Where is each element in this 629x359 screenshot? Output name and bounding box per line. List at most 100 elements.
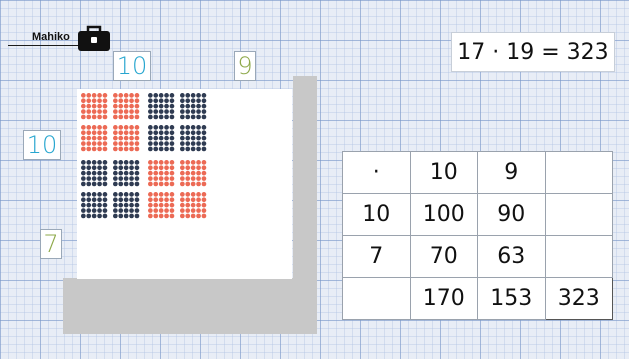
dot	[153, 125, 158, 130]
dot	[164, 93, 169, 98]
table-cell-r2-c3[interactable]	[545, 236, 613, 278]
dot	[129, 147, 134, 152]
toolbox-icon[interactable]	[76, 24, 112, 52]
dot	[196, 214, 201, 219]
equation-box[interactable]: 17 · 19 = 323	[451, 32, 615, 72]
dot	[191, 208, 196, 213]
dot	[92, 141, 97, 146]
dot	[103, 171, 108, 176]
dot	[202, 192, 207, 197]
table-cell-r3-c0[interactable]	[343, 278, 411, 320]
table-cell-r3-c1[interactable]: 170	[410, 278, 478, 320]
dot	[180, 130, 185, 135]
dot	[81, 125, 86, 130]
dot	[159, 208, 164, 213]
dot	[148, 98, 153, 103]
dot	[81, 141, 86, 146]
dot	[81, 171, 86, 176]
dot	[81, 160, 86, 165]
dot	[170, 125, 175, 130]
dot-field[interactable]	[77, 89, 292, 279]
dot	[124, 182, 129, 187]
top-tens-label[interactable]: 10	[113, 51, 151, 81]
dot	[113, 136, 118, 141]
dot	[180, 171, 185, 176]
dot	[164, 214, 169, 219]
dot	[86, 176, 91, 181]
dot	[153, 109, 158, 114]
dot	[164, 197, 169, 202]
dot	[124, 104, 129, 109]
dot	[170, 171, 175, 176]
dot	[118, 141, 123, 146]
dot	[129, 197, 134, 202]
dot	[97, 104, 102, 109]
dot	[170, 203, 175, 208]
dot	[196, 141, 201, 146]
dot	[196, 93, 201, 98]
dot	[170, 109, 175, 114]
left-ones-label[interactable]: 7	[40, 229, 62, 259]
dot	[191, 136, 196, 141]
dot	[81, 197, 86, 202]
table-cell-r2-c1[interactable]: 70	[410, 236, 478, 278]
dot	[113, 192, 118, 197]
table-cell-r3-c2[interactable]: 153	[478, 278, 546, 320]
dot	[124, 147, 129, 152]
dot	[180, 208, 185, 213]
dot	[164, 141, 169, 146]
dot	[103, 141, 108, 146]
dot	[113, 130, 118, 135]
table-cell-r3-c3[interactable]: 323	[545, 278, 613, 320]
dot	[97, 147, 102, 152]
dot	[129, 182, 134, 187]
table-cell-r0-c2[interactable]: 9	[478, 152, 546, 194]
dot	[118, 208, 123, 213]
dot	[202, 165, 207, 170]
table-cell-r2-c0[interactable]: 7	[343, 236, 411, 278]
dot	[164, 130, 169, 135]
dot	[196, 130, 201, 135]
dot	[113, 98, 118, 103]
dot	[164, 98, 169, 103]
dot	[92, 130, 97, 135]
dot	[159, 182, 164, 187]
frame-bottom-bar[interactable]	[63, 278, 317, 334]
dot	[135, 182, 140, 187]
table-cell-r1-c3[interactable]	[545, 194, 613, 236]
table-cell-r0-c0[interactable]: ·	[343, 152, 411, 194]
dot	[180, 160, 185, 165]
table-cell-r1-c0[interactable]: 10	[343, 194, 411, 236]
dot	[113, 93, 118, 98]
table-cell-r0-c3[interactable]	[545, 152, 613, 194]
dot	[129, 208, 134, 213]
table-cell-r1-c1[interactable]: 100	[410, 194, 478, 236]
dot	[135, 141, 140, 146]
dot	[196, 182, 201, 187]
dot	[135, 130, 140, 135]
dot	[159, 98, 164, 103]
dot	[191, 165, 196, 170]
dot	[113, 109, 118, 114]
table-cell-r1-c2[interactable]: 90	[478, 194, 546, 236]
dot	[180, 136, 185, 141]
dot	[81, 214, 86, 219]
dot	[148, 203, 153, 208]
dot	[185, 192, 190, 197]
table-cell-r0-c1[interactable]: 10	[410, 152, 478, 194]
dot	[86, 130, 91, 135]
table-cell-r2-c2[interactable]: 63	[478, 236, 546, 278]
dot	[202, 136, 207, 141]
left-tens-label[interactable]: 10	[23, 130, 61, 160]
top-ones-label[interactable]: 9	[234, 51, 256, 81]
dot	[180, 203, 185, 208]
user-name[interactable]: Mahiko	[32, 31, 70, 43]
dot	[191, 130, 196, 135]
dot	[81, 136, 86, 141]
dot	[118, 214, 123, 219]
dot	[159, 171, 164, 176]
dot	[191, 109, 196, 114]
dot	[92, 147, 97, 152]
dot	[81, 176, 86, 181]
